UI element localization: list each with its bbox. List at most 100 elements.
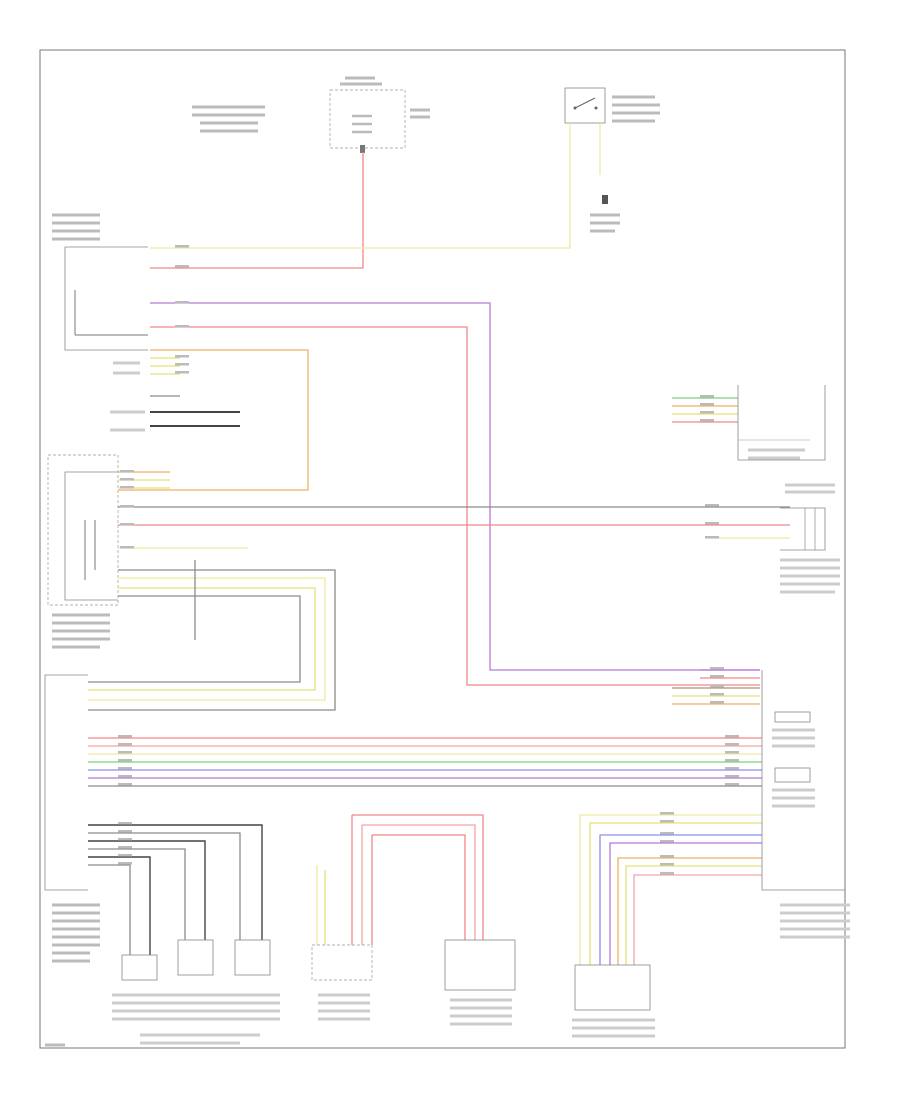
- wire-label: [118, 759, 132, 762]
- wire-label: [118, 743, 132, 746]
- fuse-block: [329, 76, 430, 153]
- wire-label: [660, 840, 674, 843]
- wire-label: [660, 872, 674, 875]
- wire-label: [705, 522, 719, 525]
- wire-label: [725, 775, 739, 778]
- bottom-switch-1: [121, 954, 158, 981]
- wire-orange-5: [118, 349, 309, 491]
- wire-label: [700, 411, 714, 414]
- wire-lightyellow-54: [579, 814, 762, 965]
- left-upper-pin-labels: [110, 361, 145, 432]
- wire-lightyellow-20: [88, 577, 326, 701]
- wire-label: [725, 751, 739, 754]
- wire-red-46: [352, 814, 484, 940]
- ground-point: [602, 195, 608, 204]
- wire-gray-22: [88, 595, 301, 683]
- left-lower-module: [44, 674, 100, 963]
- wire-gray-43: [88, 848, 186, 940]
- wire-label: [700, 403, 714, 406]
- wire-yellow-55: [589, 822, 762, 965]
- wire-pink-47: [362, 824, 476, 940]
- wire-gray-45: [88, 864, 131, 955]
- wire-orange-58: [617, 857, 762, 965]
- wire-label: [705, 536, 719, 539]
- diagram-frame: [39, 49, 846, 1049]
- wire-label: [118, 822, 132, 825]
- wire-label: [118, 735, 132, 738]
- wire-label: [175, 301, 189, 304]
- switch-block: [564, 87, 660, 233]
- wire-label: [120, 505, 134, 508]
- wire-label: [120, 470, 134, 473]
- bottom-buckle: [444, 939, 516, 1026]
- bottom-emergency-unit: [572, 964, 655, 1038]
- wire-red-48: [372, 834, 466, 940]
- wire-label: [725, 735, 739, 738]
- wire-label: [120, 478, 134, 481]
- wire-yellow-59: [625, 865, 762, 965]
- wire-group: [88, 123, 790, 965]
- wire-label: [725, 759, 739, 762]
- wire-violet-57: [609, 842, 762, 965]
- wire-label: [118, 830, 132, 833]
- wire-black-42: [88, 840, 206, 940]
- wire-label: [660, 812, 674, 815]
- wire-label: [660, 832, 674, 835]
- wire-label: [118, 751, 132, 754]
- wire-violet-3: [150, 302, 760, 671]
- wire-blue-56: [599, 834, 762, 965]
- wire-label: [175, 371, 189, 374]
- wire-label: [700, 419, 714, 422]
- wire-label: [710, 667, 724, 670]
- top-note-block: [192, 105, 265, 133]
- wire-label: [118, 854, 132, 857]
- bottom-sensor: [311, 944, 373, 1021]
- wire-label: [710, 675, 724, 678]
- wire-black-40: [88, 824, 263, 940]
- wire-pink-60: [633, 874, 762, 965]
- wire-gray-19: [88, 569, 336, 711]
- right-lower-module: [761, 670, 850, 939]
- fuse-terminal: [360, 145, 365, 153]
- bottom-labels-a: [112, 993, 280, 1045]
- left-upper-module: [52, 213, 148, 351]
- left-middle-module: [47, 454, 119, 649]
- wire-label: [660, 863, 674, 866]
- wire-label: [725, 743, 739, 746]
- right-mid-connector: [780, 483, 840, 594]
- wire-label: [175, 325, 189, 328]
- wire-label: [660, 855, 674, 858]
- wire-label: [120, 546, 134, 549]
- wire-label: [118, 767, 132, 770]
- wire-label: [725, 767, 739, 770]
- wire-label: [705, 504, 719, 507]
- right-upper-module: [737, 385, 826, 461]
- wire-label: [700, 395, 714, 398]
- wire-label: [118, 846, 132, 849]
- wire-label: [710, 685, 724, 688]
- bottom-switch-2: [177, 939, 214, 976]
- wire-label: [118, 783, 132, 786]
- wire-label: [175, 265, 189, 268]
- wire-black-44: [88, 856, 151, 955]
- wire-label: [118, 862, 132, 865]
- wire-lightyellow-2: [150, 123, 571, 249]
- bottom-switch-3: [234, 939, 271, 976]
- wire-label: [660, 820, 674, 823]
- wire-label: [120, 523, 134, 526]
- wire-label: [175, 355, 189, 358]
- wire-label: [175, 363, 189, 366]
- wire-gray-41: [88, 832, 241, 940]
- wire-label: [120, 486, 134, 489]
- wire-red-0: [150, 152, 364, 269]
- wire-label: [118, 838, 132, 841]
- wire-label: [175, 245, 189, 248]
- wire-red-4: [150, 326, 760, 686]
- wire-label: [118, 775, 132, 778]
- wire-yellow-21: [88, 587, 316, 691]
- wire-label: [710, 693, 724, 696]
- wire-label: [710, 701, 724, 704]
- wire-label: [725, 783, 739, 786]
